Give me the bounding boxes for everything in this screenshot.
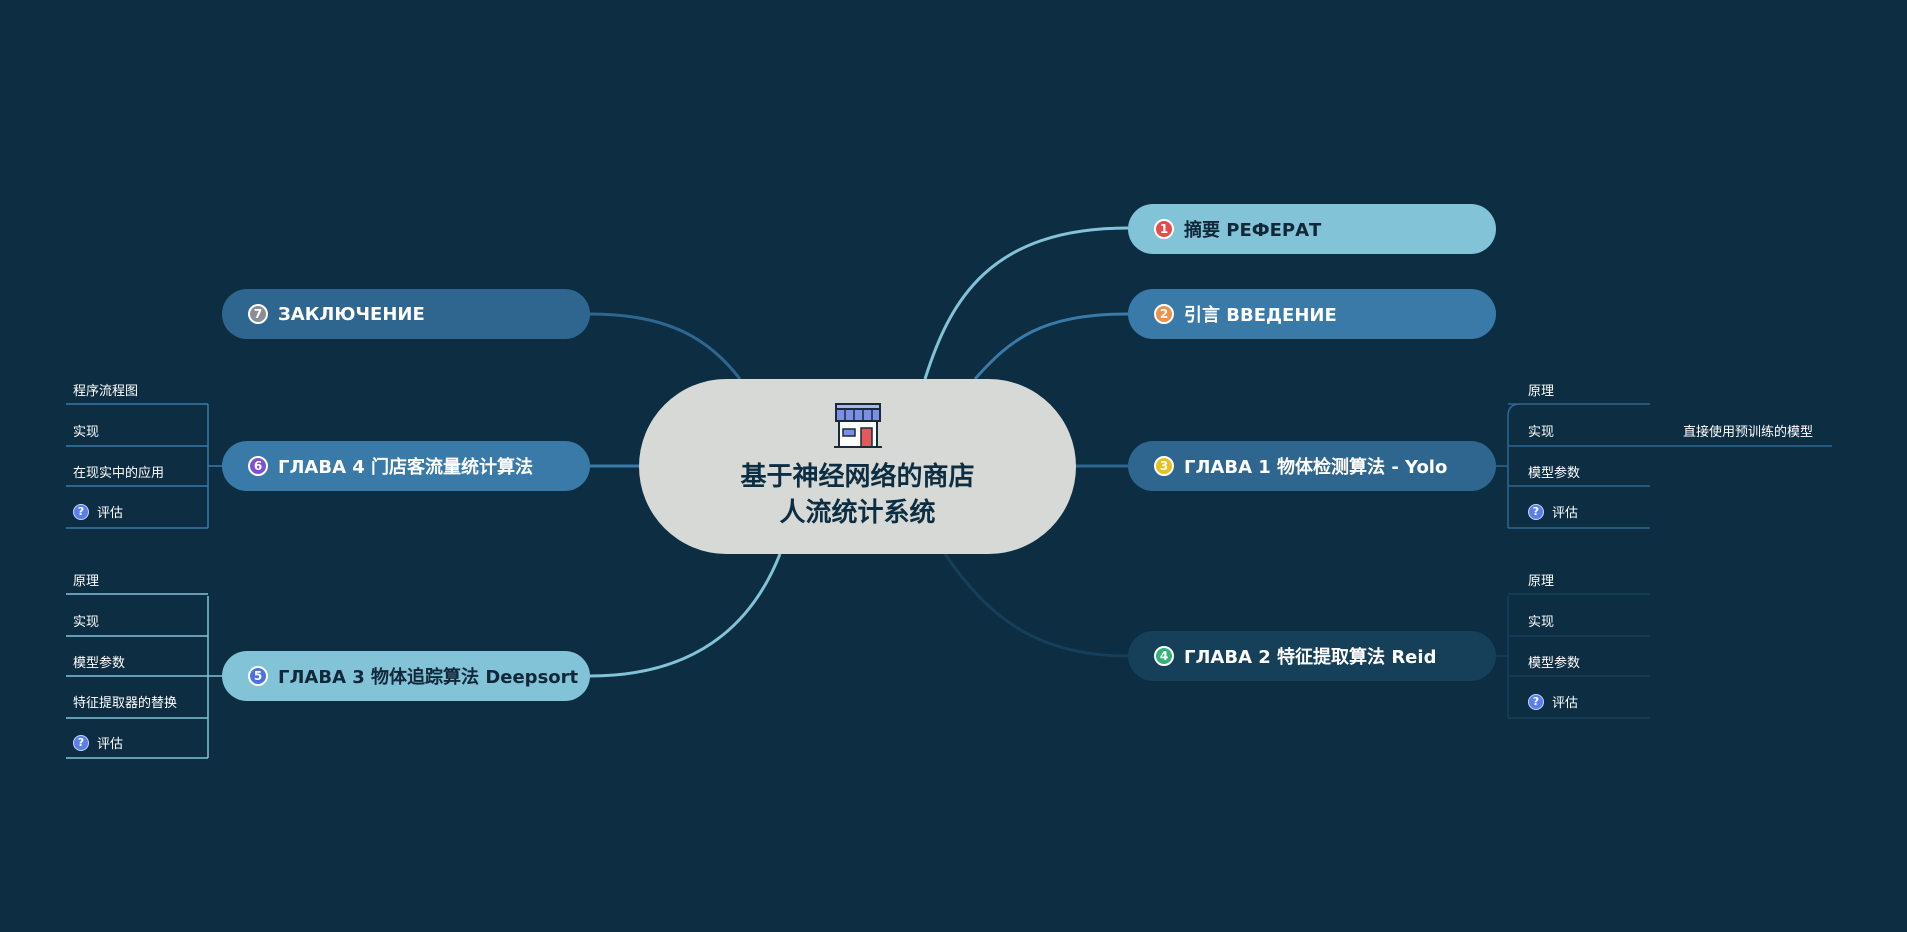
yolo-leaf-evaluation[interactable]: ? 评估 — [1528, 502, 1578, 521]
leaf-label: 原理 — [73, 574, 100, 589]
leaf-label: 实现 — [1528, 425, 1555, 440]
number-icon-1: 1 — [1154, 219, 1174, 239]
leaf-label: 评估 — [97, 506, 124, 521]
question-icon: ? — [1528, 693, 1544, 710]
number-icon-6: 6 — [248, 456, 268, 476]
question-icon: ? — [73, 503, 89, 520]
leaf-label: 评估 — [1552, 506, 1579, 521]
deepsort-child-lines — [66, 593, 222, 759]
number-icon-3: 3 — [1154, 456, 1174, 476]
link-conclusion — [589, 312, 742, 380]
branch-conclusion[interactable]: 7 ЗАКЛЮЧЕНИЕ — [222, 289, 590, 339]
leaf-label: 实现 — [73, 615, 100, 630]
branch-introduction[interactable]: 2 引言 ВВЕДЕНИЕ — [1128, 289, 1496, 339]
leaf-label: 实现 — [1528, 615, 1555, 630]
leaf-label: 程序流程图 — [73, 384, 139, 399]
number-icon-2: 2 — [1154, 304, 1174, 324]
branch-chapter3-label: ГЛАВА 3 物体追踪算法 Deepsort — [278, 667, 579, 688]
yolo-leaf-implementation[interactable]: 实现 — [1528, 421, 1554, 440]
branch-chapter4-label: ГЛАВА 4 门店客流量统计算法 — [278, 457, 534, 478]
store-leaf-implementation[interactable]: 实现 — [73, 421, 99, 440]
yolo-leaf-pretrained-model[interactable]: 直接使用预训练的模型 — [1683, 421, 1813, 440]
leaf-label: 模型参数 — [1528, 656, 1581, 671]
link-reid — [943, 553, 1129, 658]
reid-leaf-principle[interactable]: 原理 — [1528, 570, 1554, 589]
branch-abstract-label: 摘要 РЕФЕРАТ — [1184, 220, 1322, 241]
leaf-label: 在现实中的应用 — [73, 466, 165, 481]
number-icon-5: 5 — [248, 666, 268, 686]
question-icon: ? — [1528, 503, 1544, 520]
central-topic-line1: 基于神经网络的商店 — [740, 461, 975, 492]
leaf-label: 实现 — [73, 425, 100, 440]
store-leaf-flowchart[interactable]: 程序流程图 — [73, 380, 138, 399]
number-icon-4: 4 — [1154, 646, 1174, 666]
branch-chapter2-label: ГЛАВА 2 特征提取算法 Reid — [1184, 647, 1437, 668]
leaf-label: 直接使用预训练的模型 — [1683, 425, 1814, 440]
question-icon: ? — [73, 734, 89, 751]
store-leaf-real-world-application[interactable]: 在现实中的应用 — [73, 462, 164, 481]
reid-child-lines — [1496, 593, 1650, 719]
deepsort-leaf-implementation[interactable]: 实现 — [73, 611, 99, 630]
link-intro — [973, 312, 1129, 381]
store-leaf-evaluation[interactable]: ? 评估 — [73, 502, 123, 521]
branch-abstract[interactable]: 1 摘要 РЕФЕРАТ — [1128, 204, 1496, 254]
deepsort-leaf-principle[interactable]: 原理 — [73, 570, 99, 589]
leaf-label: 模型参数 — [1528, 466, 1581, 481]
leaf-label: 评估 — [1552, 696, 1579, 711]
yolo-leaf-principle[interactable]: 原理 — [1528, 380, 1554, 399]
central-topic-line2: 人流统计系统 — [779, 497, 936, 528]
reid-leaf-model-params[interactable]: 模型参数 — [1528, 652, 1580, 671]
number-icon-7: 7 — [248, 304, 268, 324]
branch-introduction-label: 引言 ВВЕДЕНИЕ — [1184, 305, 1337, 326]
deepsort-leaf-feature-extractor-replacement[interactable]: 特征提取器的替换 — [73, 692, 177, 711]
branch-conclusion-label: ЗАКЛЮЧЕНИЕ — [278, 303, 425, 325]
yolo-leaf-model-params[interactable]: 模型参数 — [1528, 462, 1580, 481]
reid-leaf-implementation[interactable]: 实现 — [1528, 611, 1554, 630]
branch-chapter3-deepsort[interactable]: 5 ГЛАВА 3 物体追踪算法 Deepsort — [222, 651, 590, 701]
leaf-label: 评估 — [97, 737, 124, 752]
branch-chapter4-store-flow[interactable]: 6 ГЛАВА 4 门店客流量统计算法 — [222, 441, 590, 491]
leaf-label: 特征提取器的替换 — [73, 696, 178, 711]
store-icon — [833, 402, 882, 448]
central-topic[interactable]: 基于神经网络的商店 人流统计系统 — [639, 379, 1076, 554]
link-deepsort — [589, 553, 782, 678]
deepsort-leaf-evaluation[interactable]: ? 评估 — [73, 733, 123, 752]
yolo-child-lines — [1496, 403, 1832, 529]
leaf-label: 模型参数 — [73, 656, 126, 671]
leaf-label: 原理 — [1528, 574, 1555, 589]
branch-chapter1-label: ГЛАВА 1 物体检测算法 - Yolo — [1184, 457, 1448, 478]
branch-chapter1-yolo[interactable]: 3 ГЛАВА 1 物体检测算法 - Yolo — [1128, 441, 1496, 491]
branch-chapter2-reid[interactable]: 4 ГЛАВА 2 特征提取算法 Reid — [1128, 631, 1496, 681]
deepsort-leaf-model-params[interactable]: 模型参数 — [73, 652, 125, 671]
store-child-lines — [66, 403, 222, 529]
link-abstract — [923, 226, 1129, 380]
reid-leaf-evaluation[interactable]: ? 评估 — [1528, 692, 1578, 711]
leaf-label: 原理 — [1528, 384, 1555, 399]
